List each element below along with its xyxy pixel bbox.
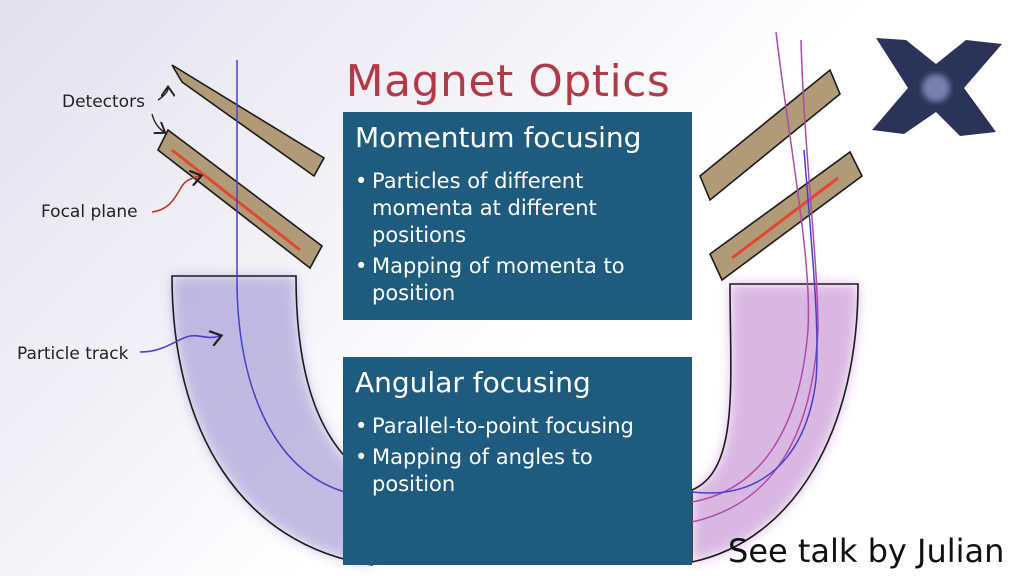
magix-logo-icon bbox=[872, 38, 1002, 136]
bullet-icon: • bbox=[355, 254, 368, 279]
left-detector-bottom bbox=[156, 128, 324, 270]
right-detector-bottom bbox=[708, 150, 864, 282]
bullet-icon: • bbox=[355, 445, 368, 470]
focal-plane-arrow bbox=[151, 176, 200, 213]
focal-plane-label: Focal plane bbox=[41, 202, 138, 222]
bullet-list: •Parallel-to-point focusing •Mapping of … bbox=[355, 413, 680, 498]
left-magnet bbox=[171, 275, 373, 566]
bullet-list: •Particles of different momenta at diffe… bbox=[355, 168, 680, 307]
credit-text: See talk by Julian bbox=[728, 532, 1005, 570]
right-detector-top bbox=[699, 68, 841, 202]
bullet-icon: • bbox=[355, 169, 368, 194]
list-item: •Parallel-to-point focusing bbox=[355, 414, 634, 439]
detectors-label: Detectors bbox=[62, 92, 145, 112]
left-particle-track bbox=[236, 60, 346, 493]
detectors-arrow-2 bbox=[151, 113, 164, 132]
right-focal-plane-line bbox=[731, 176, 839, 260]
particle-track-arrow bbox=[139, 336, 220, 353]
right-particle-track-1 bbox=[691, 31, 810, 503]
list-item: •Particles of different momenta at diffe… bbox=[355, 169, 597, 248]
right-magnet bbox=[691, 283, 859, 563]
panel-heading: Angular focusing bbox=[355, 366, 591, 399]
particle-track-label: Particle track bbox=[17, 344, 129, 364]
momentum-focusing-panel: Momentum focusing •Particles of differen… bbox=[343, 112, 692, 320]
detectors-arrow-1 bbox=[157, 88, 168, 101]
left-focal-plane-line bbox=[171, 148, 301, 252]
angular-focusing-panel: Angular focusing •Parallel-to-point focu… bbox=[343, 357, 692, 565]
right-particle-track-2 bbox=[691, 39, 819, 523]
left-detector-top bbox=[171, 64, 326, 178]
slide-title: Magnet Optics bbox=[345, 56, 671, 107]
list-item: •Mapping of momenta to position bbox=[355, 254, 625, 306]
bullet-icon: • bbox=[355, 414, 368, 439]
panel-heading: Momentum focusing bbox=[355, 121, 642, 154]
right-particle-track-3 bbox=[691, 149, 818, 494]
list-item: •Mapping of angles to position bbox=[355, 445, 593, 497]
